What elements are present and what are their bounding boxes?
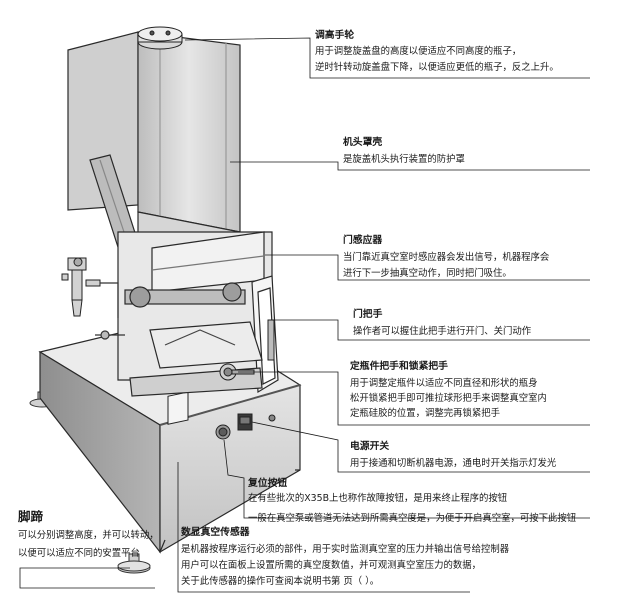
feet-desc-line-2: 以便可以适应不同的安置平台 (18, 548, 140, 559)
vacuum-sensor-desc-line-2: 用户可以在面板上设置所需的真空度数值，并可观测真空室压力的数据， (181, 560, 482, 571)
bottle-lock-desc: 用于调整定瓶件以适应不同直径和形状的瓶身 松开锁紧把手即可推拉球形把手来调整真空… (350, 378, 547, 420)
leader-lines (19, 37, 590, 593)
feet-title: 脚蹄 (18, 509, 44, 524)
head-cover-title: 机头罩壳 (343, 137, 383, 148)
vacuum-chamber (117, 231, 279, 397)
vacuum-sensor-display (167, 391, 189, 425)
bottle-lock-desc-line-2: 松开锁紧把手即可推拉球形把手来调整真空室内 (350, 393, 547, 404)
vacuum-sensor-desc-line-1: 是机器按程序运行必须的部件，用于实时监测真空室的压力并输出信号给控制器 (181, 544, 510, 555)
reset-button-desc-line-2: 一般在真空泵或管道无法达到所需真空度是，为便于开启真空室，可按下此按钮 (248, 513, 577, 524)
vacuum-sensor-desc: 是机器按程序运行必须的部件，用于实时监测真空室的压力并输出信号给控制器 用户可以… (181, 544, 509, 588)
handwheel-desc-line-1: 用于调整旋盖盘的高度以便适应不同高度的瓶子， (315, 46, 522, 57)
air-filter (61, 257, 101, 317)
bottle-lock-desc-line-3: 定瓶硅胶的位置，调整完再锁紧把手 (350, 408, 501, 419)
reset-button-desc: 在有些批次的X35B上也称作故障按钮，是用来终止程序的按钮 一般在真空泵或管道无… (248, 493, 576, 525)
reset-button-desc-line-1: 在有些批次的X35B上也称作故障按钮，是用来终止程序的按钮 (248, 493, 508, 504)
door-sensor-desc-line-2: 进行下一步抽真空动作，同时把门吸住。 (343, 268, 512, 279)
door-sensor-desc-line-1: 当门靠近真空室时感应器会发出信号，机器程序会 (343, 252, 550, 263)
bottle-lock-desc-line-1: 用于调整定瓶件以适应不同直径和形状的瓶身 (350, 378, 538, 389)
handwheel (137, 26, 183, 50)
handwheel-title: 调高手轮 (315, 30, 355, 41)
door-sensor-title: 门感应器 (343, 235, 383, 246)
bottle-lock-title: 定瓶件把手和锁紧把手 (350, 361, 448, 372)
feet-desc: 可以分别调整高度，并可以转动， 以便可以适应不同的安置平台 (18, 530, 159, 560)
door-handle-desc-line-1: 操作者可以握住此把手进行开门、关门动作 (353, 326, 532, 337)
power-switch-desc-line-1: 用于接通和切断机器电源，通电时开关指示灯发光 (350, 458, 557, 469)
vacuum-sensor-title: 数显真空传感器 (181, 527, 250, 538)
handwheel-desc: 用于调整旋盖盘的高度以便适应不同高度的瓶子， 逆时针转动旋盖盘下降，以便适应更低… (315, 46, 559, 74)
door-sensor-desc: 当门靠近真空室时感应器会发出信号，机器程序会 进行下一步抽真空动作，同时把门吸住… (343, 252, 549, 280)
handwheel-desc-line-2: 逆时针转动旋盖盘下降，以便适应更低的瓶子，反之上升。 (315, 62, 559, 73)
door-handle-title: 门把手 (353, 309, 383, 320)
vacuum-sensor-desc-line-3: 关于此传感器的操作可查阅本说明书第 页（ ）。 (181, 576, 380, 587)
reset-button-title: 复位按钮 (248, 478, 288, 489)
power-switch-title: 电源开关 (350, 441, 390, 452)
feet-desc-line-1: 可以分别调整高度，并可以转动， (18, 530, 159, 541)
reset-button (215, 424, 231, 440)
front-panel-controls (167, 391, 276, 440)
head-cover-desc-line-1: 是旋盖机头执行装置的防护罩 (343, 154, 465, 165)
power-switch (237, 413, 253, 431)
head-cover (67, 31, 241, 249)
pipes (95, 282, 125, 340)
foot-left (117, 553, 151, 574)
